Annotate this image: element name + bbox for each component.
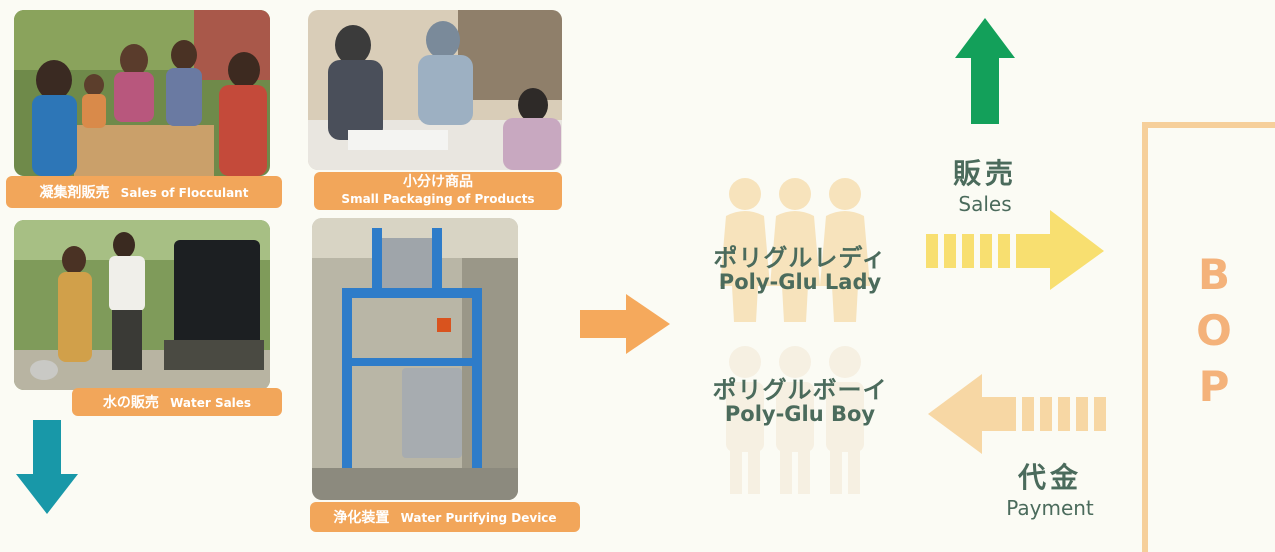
up-arrow-icon	[955, 18, 1015, 124]
purifying-device-image	[312, 218, 518, 500]
poly-glu-lady-figures-icon	[720, 178, 870, 322]
water-sales-caption-ja: 水の販売	[102, 395, 159, 411]
water-sales-caption: 水の販売 Water Sales	[72, 388, 282, 416]
photo-purifying-device	[312, 218, 518, 500]
bop-letter-p: P	[1198, 362, 1230, 411]
bop-letter-o: O	[1196, 306, 1232, 355]
bop-letter-b: B	[1197, 250, 1230, 299]
poly-glu-boy-label-en: Poly-Glu Boy	[724, 402, 876, 426]
packaging-scene-image	[308, 10, 562, 170]
photo-flocculant-sales	[14, 10, 270, 176]
sales-label-en: Sales	[958, 192, 1012, 216]
payment-left-arrow-icon	[928, 374, 1106, 454]
photo-small-packaging	[308, 10, 562, 170]
device-caption-ja: 浄化装置	[333, 510, 390, 526]
packaging-caption-ja: 小分け商品	[403, 174, 473, 190]
payment-label-en: Payment	[1006, 496, 1094, 520]
payment-label-ja: 代金	[1017, 461, 1082, 494]
packaging-caption: 小分け商品 Small Packaging of Products	[314, 172, 562, 210]
poly-glu-boy-figures-icon	[726, 346, 864, 494]
bop-frame	[1142, 122, 1275, 552]
sales-right-arrow-icon	[926, 210, 1104, 290]
sales-label-ja: 販売	[952, 157, 1017, 190]
poly-glu-lady-label-en: Poly-Glu Lady	[718, 270, 882, 294]
photo-water-sales	[14, 220, 270, 390]
device-caption-en: Water Purifying Device	[400, 511, 557, 525]
flow-right-arrow-icon	[580, 294, 670, 354]
flocculant-scene-image	[14, 10, 270, 176]
packaging-caption-en: Small Packaging of Products	[341, 192, 535, 206]
water-sales-scene-image	[14, 220, 270, 390]
down-arrow-icon	[16, 420, 78, 514]
poly-glu-boy-label-ja: ポリグルボーイ	[712, 376, 888, 404]
flocculant-caption-ja: 凝集剤販売	[39, 185, 110, 201]
flocculant-caption: 凝集剤販売 Sales of Flocculant	[6, 176, 282, 208]
device-caption: 浄化装置 Water Purifying Device	[310, 502, 580, 532]
flocculant-caption-en: Sales of Flocculant	[120, 186, 249, 200]
poly-glu-lady-label-ja: ポリグルレディ	[713, 244, 887, 272]
water-sales-caption-en: Water Sales	[170, 396, 252, 410]
